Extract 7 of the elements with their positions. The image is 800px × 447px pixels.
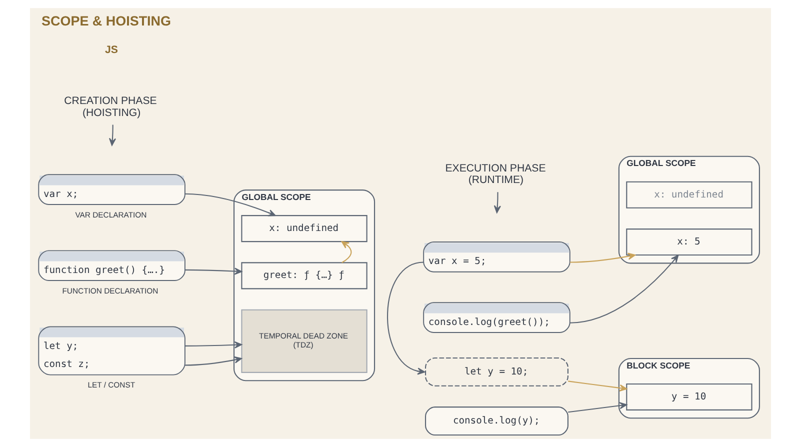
node-text: EXECUTION PHASE (RUNTIME)	[444, 162, 546, 186]
node-label: LET / CONST	[87, 380, 135, 390]
node-text: CREATION PHASE (HOISTING)	[64, 95, 156, 119]
diagram-title: SCOPE & HOISTING	[41, 14, 171, 29]
label: JS	[104, 44, 118, 56]
node-label: FUNCTION DECLARATION	[62, 286, 158, 296]
node-label: VAR DECLARATION	[74, 210, 146, 220]
